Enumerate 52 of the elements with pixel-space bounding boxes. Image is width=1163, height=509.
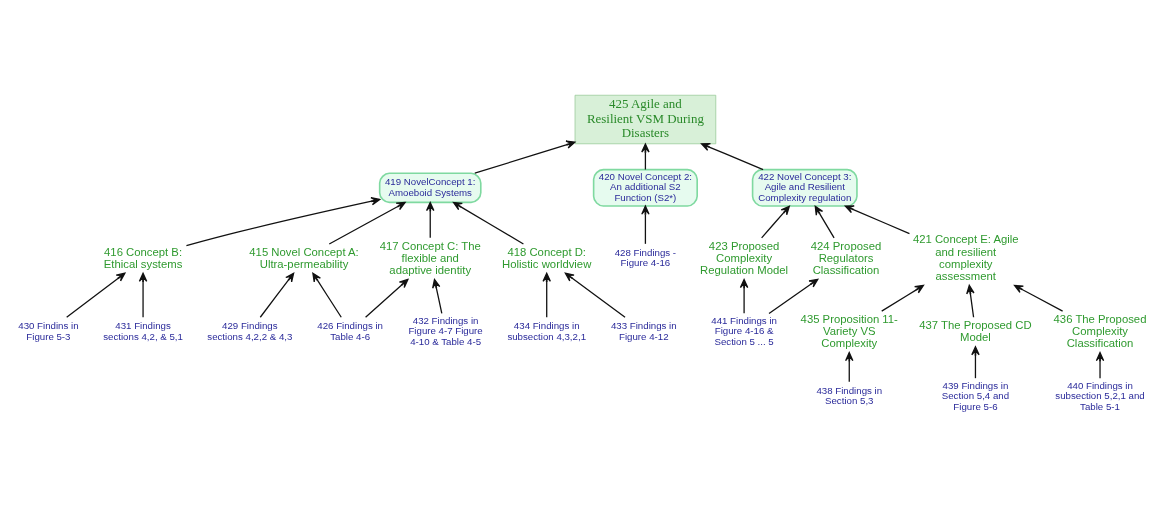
node-text: 436 The Proposed Complexity Classification xyxy=(1053,312,1147,349)
arrow xyxy=(425,201,435,238)
arrow xyxy=(761,205,790,238)
arrow xyxy=(844,351,854,382)
arrow xyxy=(432,278,443,314)
arrow xyxy=(844,204,911,234)
node-text: 426 Findings in Table 4-6 xyxy=(317,319,383,342)
arrow xyxy=(542,272,551,318)
node-text: 415 Novel Concept A: Ultra-permeability xyxy=(249,245,359,270)
node-text: 432 Findings in Figure 4-7 Figure 4-10 & Table 4-5 xyxy=(408,314,483,347)
arrow xyxy=(814,205,835,238)
node-text: 416 Concept B: Ethical systems xyxy=(103,245,183,270)
node-text: 437 The Proposed CD Model xyxy=(919,318,1032,343)
arrow xyxy=(328,201,406,245)
node-box: 419 NovelConcept 1: Amoeboid Systems xyxy=(378,172,482,203)
arrow xyxy=(66,272,126,318)
node-text: 433 Findings in Figure 4-12 xyxy=(610,319,677,342)
node-text: 424 Proposed Regulators Classification xyxy=(810,239,882,276)
arrow xyxy=(138,272,148,318)
arrow xyxy=(259,272,295,318)
arrow xyxy=(564,272,626,318)
arrow xyxy=(971,345,980,379)
arrow xyxy=(474,139,576,174)
node-text: 423 Proposed Complexity Regulation Model xyxy=(700,239,789,276)
node-text: 431 Findings sections 4,2, & 5,1 xyxy=(103,319,183,342)
node-text: 430 Findins in Figure 5-3 xyxy=(18,319,79,342)
arrow xyxy=(739,278,749,314)
arrow xyxy=(452,201,525,245)
arrow xyxy=(312,272,342,318)
node-box: 422 Novel Concept 3: Agile and Resilient Complexity regulation xyxy=(751,168,858,207)
arrow xyxy=(700,142,764,170)
arrow xyxy=(1095,351,1105,379)
node-text: 417 Concept C: The flexible and adaptive identity xyxy=(379,239,481,276)
arrow xyxy=(1013,284,1064,312)
node-text: 438 Findings in Section 5,3 xyxy=(816,384,883,406)
node-text: 421 Concept E: Agile and resilient complexity assessment xyxy=(912,232,1019,282)
node-box: 425 Agile and Resilient VSM During Disasters xyxy=(574,94,717,144)
arrow xyxy=(881,284,925,312)
arrow xyxy=(641,204,650,244)
node-text: 441 Findings in Figure 4-16 & Section 5 ... 5 xyxy=(711,314,777,347)
node-text: 428 Findings - Figure 4-16 xyxy=(614,246,677,268)
node-text: 418 Concept D: Holistic worldview xyxy=(502,245,592,270)
node-text: 434 Findings in subsection 4,3,2,1 xyxy=(507,319,587,342)
arrow xyxy=(185,196,381,246)
node-text: 429 Findings sections 4,2,2 & 4,3 xyxy=(207,319,293,342)
node-text: 435 Proposition 11- Variety VS Complexity xyxy=(800,312,898,349)
arrow xyxy=(966,284,975,318)
node-text: 440 Findings in subsection 5,2,1 and Table 5-1 xyxy=(1055,379,1145,412)
arrow xyxy=(768,278,819,314)
node-box: 420 Novel Concept 2: An additional S2 Function (S2*) xyxy=(592,168,698,207)
node-text: 439 Findings in Section 5,4 and Figure 5-6 xyxy=(941,379,1010,412)
arrow xyxy=(364,278,409,318)
